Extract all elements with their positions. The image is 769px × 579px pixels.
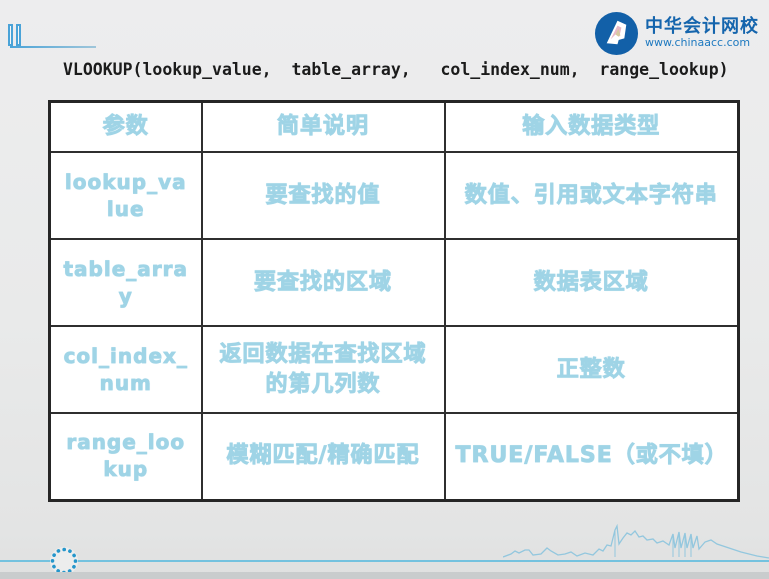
logo-name: 中华会计网校 bbox=[645, 16, 759, 38]
chinaacc-logo-icon bbox=[594, 11, 639, 56]
table-row: range_lookup 模糊匹配/精确匹配 TRUE/FALSE（或不填） bbox=[48, 412, 740, 501]
header-param: 参数 bbox=[48, 100, 203, 153]
table-header-row: 参数 简单说明 输入数据类型 bbox=[48, 100, 740, 153]
param-cell: table_array bbox=[48, 238, 203, 327]
header-description: 简单说明 bbox=[200, 100, 446, 153]
top-left-decoration bbox=[8, 24, 96, 48]
data-type-cell: 数值、引用或文本字符串 bbox=[443, 151, 740, 240]
vlookup-parameters-table: 参数 简单说明 输入数据类型 lookup_value 要查找的值 数值、引用或… bbox=[48, 100, 740, 502]
description-cell: 模糊匹配/精确匹配 bbox=[200, 412, 446, 501]
description-cell: 返回数据在查找区域的第几列数 bbox=[200, 325, 446, 414]
table-row: col_index_num 返回数据在查找区域的第几列数 正整数 bbox=[48, 325, 740, 414]
data-type-cell: 正整数 bbox=[443, 325, 740, 414]
horizontal-rule-decoration bbox=[10, 46, 96, 48]
double-bar-icon bbox=[8, 24, 21, 46]
table-row: table_array 要查找的区域 数据表区域 bbox=[48, 238, 740, 327]
bottom-rule-decoration bbox=[0, 560, 769, 562]
param-cell: col_index_num bbox=[48, 325, 203, 414]
description-cell: 要查找的区域 bbox=[200, 238, 446, 327]
chinaacc-logo: 中华会计网校 www.chinaacc.com bbox=[594, 11, 759, 56]
skyline-decoration bbox=[503, 524, 769, 559]
bottom-edge-strip bbox=[0, 572, 769, 579]
data-type-cell: TRUE/FALSE（或不填） bbox=[443, 412, 740, 501]
param-cell: lookup_value bbox=[48, 151, 203, 240]
logo-website: www.chinaacc.com bbox=[645, 36, 751, 50]
description-cell: 要查找的值 bbox=[200, 151, 446, 240]
page-title: VLOOKUP(lookup_value, table_array, col_i… bbox=[63, 60, 729, 79]
param-cell: range_lookup bbox=[48, 412, 203, 501]
table-row: lookup_value 要查找的值 数值、引用或文本字符串 bbox=[48, 151, 740, 240]
data-type-cell: 数据表区域 bbox=[443, 238, 740, 327]
header-data-type: 输入数据类型 bbox=[443, 100, 740, 153]
